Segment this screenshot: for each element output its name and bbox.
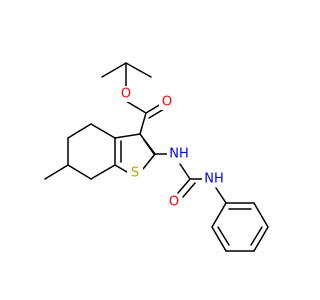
atom-labels: O O NH S O NH — [118, 86, 226, 210]
bond-ph-1-2 — [211, 202, 227, 228]
bond-c3a-c3 — [114, 133, 141, 139]
bonds — [44, 62, 269, 252]
sulfur-atom: S — [131, 166, 139, 181]
molecule-structure: O O NH S O NH — [44, 62, 269, 252]
bond-c7-c7a — [90, 164, 116, 180]
bond-ph-4-5 — [253, 226, 269, 252]
bond-isopropyl-left — [101, 62, 127, 78]
bond-c6-methyl — [44, 164, 69, 180]
oxygen-atom-ester: O — [121, 87, 131, 102]
bond-isopropyl-right — [125, 62, 152, 78]
nh-atom-phenyl: NH — [204, 172, 224, 187]
oxygen-atom-urea: O — [169, 195, 179, 210]
nh-atom-thiophene: NH — [169, 147, 189, 162]
bond-nh-phenyl — [215, 187, 227, 204]
bond-c6-c7 — [67, 164, 92, 180]
bond-carbonyl-double-b — [148, 108, 165, 119]
bond-ph-2-3 — [211, 226, 227, 252]
bond-c4-c5 — [67, 123, 92, 139]
bond-urea-double-a — [177, 178, 191, 194]
bond-o-carbonyl-c — [125, 100, 147, 114]
bond-urea-double-b — [182, 182, 196, 198]
bond-ph-inner-c — [250, 226, 263, 246]
bond-s-c7a — [114, 164, 128, 173]
oxygen-atom-carbonyl: O — [162, 95, 172, 110]
bond-nh-urea-c — [179, 163, 191, 180]
bond-carbonyl-c3 — [139, 112, 147, 135]
bond-ph-5-6 — [253, 202, 269, 228]
bond-c2-s — [142, 153, 156, 170]
bond-c3-c2-inner — [143, 139, 155, 155]
bond-carbonyl-double-a — [145, 103, 162, 114]
bond-c3a-c4 — [90, 123, 116, 139]
bond-ph-inner-b — [217, 226, 230, 246]
